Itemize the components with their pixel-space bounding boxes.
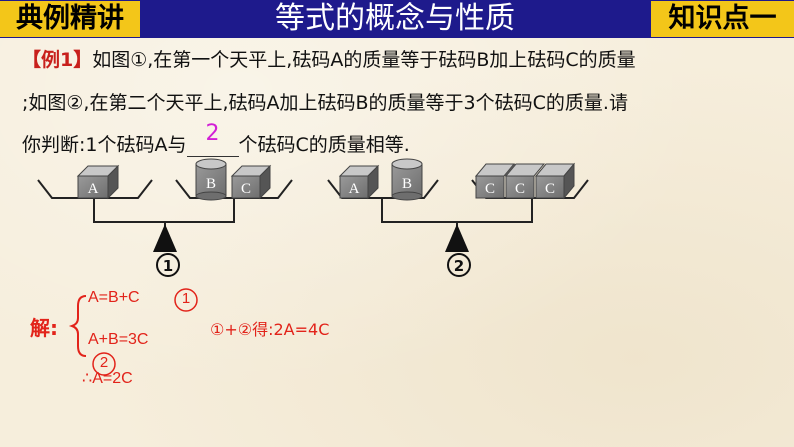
solution-brace (68, 295, 87, 357)
answer-value: 2 (205, 121, 220, 146)
equation-1-tag: 1 (181, 290, 191, 307)
therefore-symbol: ∴ (82, 370, 93, 387)
solution-label: 解: (30, 316, 58, 340)
problem-text-3a: 你判断:1个砝码A与 (22, 134, 187, 156)
answer-blank: 2 (186, 121, 239, 157)
weight-a-label: A (349, 181, 360, 197)
figure-2-label: 2 (454, 257, 464, 275)
balance-2: A B C C C 2 (327, 158, 589, 277)
weight-b-label: B (206, 176, 216, 192)
weight-c-label: C (241, 181, 251, 197)
figure-2-label-circle (447, 253, 471, 277)
weight-a: A (338, 164, 380, 200)
page-title: 等式的概念与性质 (275, 1, 515, 36)
problem-line-2: ;如图②,在第二个天平上,砝码A加上砝码B的质量等于3个砝码C的质量.请 (22, 92, 628, 114)
weight-c2-label: C (515, 181, 525, 197)
problem-text-3b: 个砝码C的质量相等. (238, 134, 410, 156)
section-label: 典例精讲 (0, 1, 140, 37)
problem-line-3: 你判断:1个砝码A与 2 个砝码C的质量相等. (22, 121, 410, 157)
weight-c-2: C (504, 163, 546, 199)
problem-text-1: 如图①,在第一个天平上,砝码A的质量等于砝码B加上砝码C的质量 (92, 49, 636, 71)
weight-c: C (230, 164, 272, 200)
balance-1-fulcrum (153, 224, 177, 252)
example-tag: 【例1】 (22, 49, 93, 71)
eq2-tag-circle (92, 352, 116, 376)
balance-1: A B C 1 (37, 158, 293, 277)
weight-b: B (391, 158, 423, 201)
figure-1-label: 1 (163, 257, 173, 275)
weight-a: A (76, 164, 120, 200)
equation-1: A=B+C (88, 289, 140, 306)
balance-1-beam (93, 198, 235, 223)
weight-c3-label: C (545, 181, 555, 197)
problem-line-1: 【例1】如图①,在第一个天平上,砝码A的质量等于砝码B加上砝码C的质量 (22, 45, 636, 72)
eq1-tag-circle (174, 288, 198, 312)
combine-text: ①+②得:2A=4C (210, 320, 330, 339)
equation-2-tag: 2 (99, 354, 109, 371)
weight-c1-label: C (485, 181, 495, 197)
equation-2: A+B=3C (88, 331, 149, 348)
combine-step: ①+②得:2A=4C (210, 316, 329, 340)
balance-2-fulcrum (445, 224, 469, 252)
balance-2-beam (381, 198, 533, 223)
weight-b: B (195, 158, 227, 201)
weight-a-label: A (88, 181, 99, 197)
weight-c-1: C (474, 163, 516, 199)
result-text: A=2C (92, 370, 133, 387)
weight-c-3: C (534, 162, 576, 200)
knowledge-point-label: 知识点一 (651, 1, 794, 37)
weight-b-label: B (402, 176, 412, 192)
result-line: ∴A=2C (82, 368, 133, 388)
figure-1-label-circle (156, 253, 180, 277)
